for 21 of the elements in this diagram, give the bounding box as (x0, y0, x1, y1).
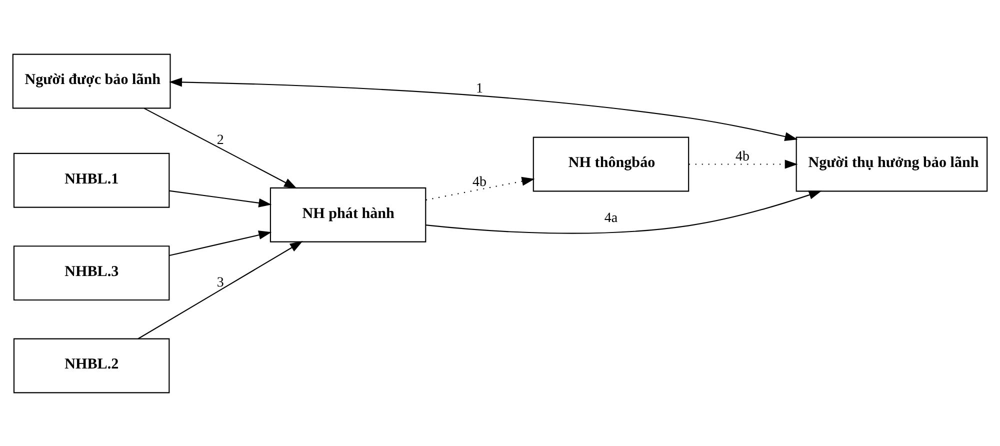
arrow (169, 230, 272, 256)
arrow (169, 77, 798, 140)
arrow (138, 240, 303, 339)
node-box: NHBL.3 (13, 245, 170, 300)
edge-label: 4b (472, 174, 487, 190)
node-box: NHBL.2 (13, 338, 170, 393)
arrow (169, 190, 272, 207)
arrow (426, 176, 535, 200)
arrow (144, 107, 298, 188)
edge-label: 3 (216, 274, 224, 290)
edge-label: 1 (476, 80, 484, 96)
edge-label: 4a (604, 210, 618, 226)
node-box: Người được bảo lãnh (12, 53, 171, 108)
node-box: NH thôngbáo (532, 136, 690, 192)
node-box: Người thụ hưởng bảo lãnh (796, 136, 988, 192)
arrow (688, 159, 798, 168)
node-box: NH phát hành (270, 186, 426, 242)
edge-label: 2 (216, 132, 224, 148)
node-box: NHBL.1 (13, 152, 170, 208)
edge-label: 4b (735, 148, 750, 164)
arrow (426, 190, 822, 234)
